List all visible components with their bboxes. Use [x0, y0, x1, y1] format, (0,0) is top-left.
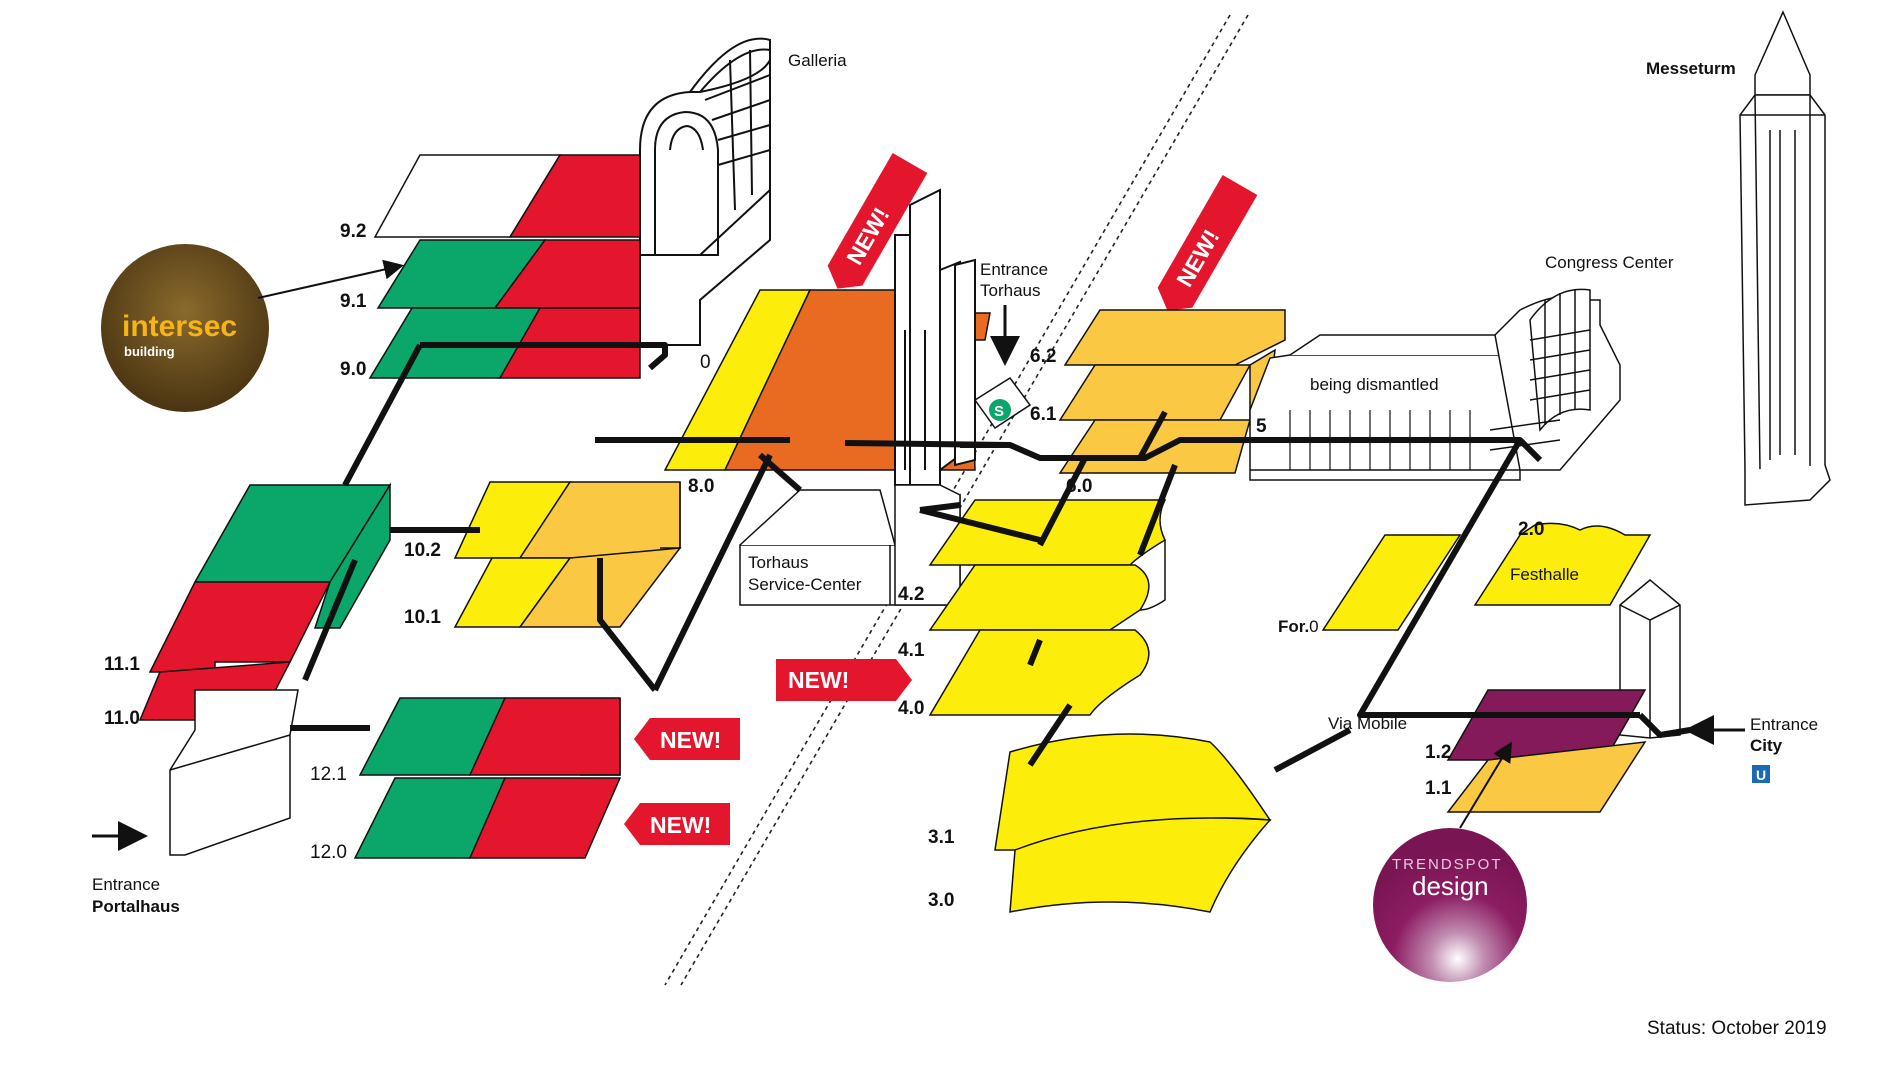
intersec-logo-subtext: building [124, 344, 175, 359]
trendspot-design-logo[interactable]: TRENDSPOT design [1373, 828, 1527, 982]
festhalle-label: Festhalle [1510, 565, 1579, 584]
entrance-city-label-1: Entrance [1750, 715, 1818, 734]
hall-5-label: 5 [1256, 416, 1267, 437]
hall-9-2-label: 9.2 [340, 221, 366, 242]
hall-11-1-red[interactable] [148, 581, 332, 673]
new-badge-hall-12-1: NEW! [634, 718, 740, 760]
hall-6-1-label: 6.1 [1030, 404, 1057, 425]
being-dismantled-label: being dismantled [1310, 375, 1439, 394]
hall-0-label: 0 [700, 352, 711, 373]
hall-5-building [1249, 334, 1521, 481]
new-badge-text: NEW! [650, 812, 711, 838]
forum-label-suffix: 0 [1309, 617, 1318, 636]
hall-12-group [353, 697, 622, 859]
hall-1-2-label: 1.2 [1425, 742, 1451, 763]
hall-8-0-label: 8.0 [688, 476, 714, 497]
festhalle-hall[interactable] [1473, 522, 1652, 606]
hall-9-0-label: 9.0 [340, 359, 366, 380]
portalhaus-building [169, 689, 299, 856]
via-mobile-routes [290, 342, 1691, 773]
hall-6-2-label: 6.2 [1030, 346, 1056, 367]
hall-11-0-label: 11.0 [104, 708, 140, 729]
hall-9-1-label: 9.1 [340, 291, 367, 312]
entrance-portalhaus-label-1: Entrance [92, 875, 160, 894]
new-badge-hall-12-0: NEW! [624, 803, 730, 845]
entrance-torhaus-label-2: Torhaus [980, 281, 1040, 300]
congress-center-label: Congress Center [1545, 253, 1674, 272]
trendspot-pointer-arrow [1459, 741, 1513, 829]
torhaus-service-center [739, 484, 961, 606]
hall-4-0[interactable] [928, 629, 1150, 716]
hall-12-0-label: 12.0 [310, 842, 347, 863]
hall-9-group [368, 154, 641, 379]
entrance-city-label-2: City [1750, 736, 1783, 755]
hall-12-0-red[interactable] [468, 777, 622, 859]
forum-label: For.0 [1278, 617, 1319, 636]
hall-10-2-label: 10.2 [404, 540, 441, 561]
s-bahn-station[interactable]: S [973, 376, 1032, 430]
torhaus-tower [894, 188, 976, 486]
trendspot-logo-text: TRENDSPOT [1392, 856, 1503, 873]
hall-3-0[interactable] [1009, 817, 1272, 913]
hall-9-2-red[interactable] [508, 154, 641, 238]
new-badge-text: NEW! [788, 667, 849, 693]
messeturm-label: Messeturm [1646, 59, 1736, 78]
trendspot-logo-subtext: design [1412, 871, 1489, 901]
hall-6-2[interactable] [1063, 309, 1286, 366]
intersec-building-logo[interactable]: intersec building [101, 244, 269, 412]
hall-10-1-label: 10.1 [404, 607, 441, 628]
entrance-torhaus-label-1: Entrance [980, 260, 1048, 279]
hall-12-1-label: 12.1 [310, 764, 347, 785]
forum-hall[interactable] [1321, 534, 1462, 631]
hall-4-group [928, 499, 1167, 716]
hall-11-1-green-side[interactable] [313, 482, 391, 629]
hall-1-group [1446, 689, 1647, 813]
torhaus-service-label-2: Service-Center [748, 575, 862, 594]
new-badge-center: NEW! [776, 659, 912, 701]
hall-4-1-label: 4.1 [898, 640, 925, 661]
hall-3-0-label: 3.0 [928, 890, 954, 911]
hall-1-1-label: 1.1 [1425, 778, 1452, 799]
hall-10-group [453, 481, 682, 628]
status-text: Status: October 2019 [1647, 1018, 1827, 1039]
hall-4-2-label: 4.2 [898, 584, 924, 605]
intersec-logo-text: intersec [122, 310, 237, 343]
new-badge-hall-6: NEW! [1157, 175, 1258, 311]
new-badge-text: NEW! [660, 727, 721, 753]
congress-center-building [1489, 288, 1621, 471]
hall-11-1-label: 11.1 [104, 654, 140, 675]
hall-11-group [138, 482, 392, 721]
s-bahn-icon: S [994, 403, 1004, 420]
entrance-portalhaus-label-2: Portalhaus [92, 897, 180, 916]
hall-2-0-label: 2.0 [1518, 519, 1544, 540]
hall-4-0-label: 4.0 [898, 698, 924, 719]
hall-4-1[interactable] [928, 564, 1150, 631]
u-bahn-icon: U [1756, 767, 1766, 783]
hall-3-group [994, 733, 1272, 913]
intersec-pointer-arrow [257, 259, 404, 299]
torhaus-service-label-1: Torhaus [748, 553, 808, 572]
forum-label-prefix: For. [1278, 617, 1309, 636]
galleria-label: Galleria [788, 51, 847, 70]
hall-6-1[interactable] [1058, 364, 1252, 421]
messeturm-tower [1739, 10, 1831, 506]
u-bahn-station[interactable]: U [1752, 765, 1770, 783]
hall-3-1-label: 3.1 [928, 827, 955, 848]
galleria-building [639, 37, 771, 346]
